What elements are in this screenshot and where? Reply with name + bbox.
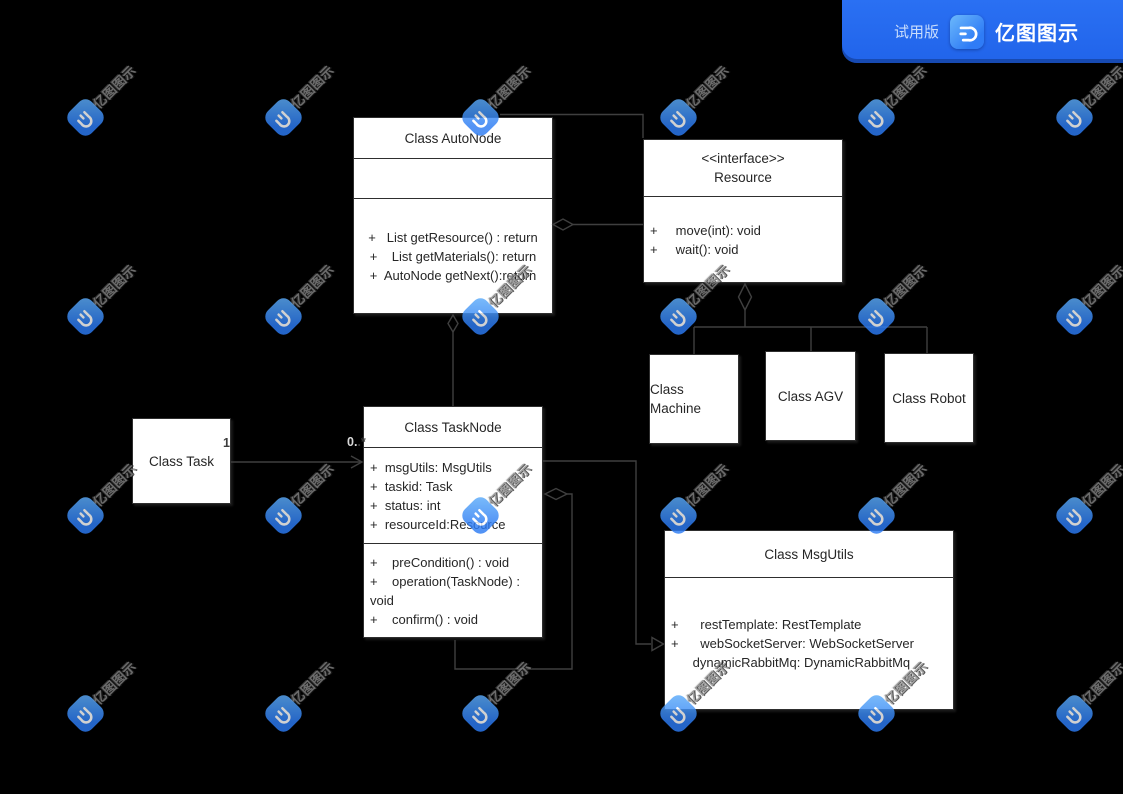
watermark-text: 亿图图示 <box>1079 261 1123 311</box>
class-title: Class Robot <box>885 354 973 442</box>
watermark-logo-icon <box>854 95 898 139</box>
connector-tasknode-msgutils[interactable] <box>543 460 651 645</box>
watermark-text: 亿图图示 <box>881 62 931 112</box>
class-compartment: + restTemplate: RestTemplate + webSocketS… <box>665 578 953 709</box>
member-line: + move(int): void <box>650 222 761 238</box>
member-line: + AutoNode getNext():return <box>369 267 537 283</box>
watermark-logo-icon <box>261 691 305 735</box>
watermark-text: 亿图图示 <box>881 460 931 510</box>
watermark-logo-icon <box>854 294 898 338</box>
watermark-text: 亿图图示 <box>881 261 931 311</box>
class-title: Class Machine <box>650 355 738 443</box>
class-name: Class Task <box>148 453 215 469</box>
multiplicity-label-tasknode-end: 0..* <box>347 435 366 449</box>
watermark-logo-icon <box>1052 691 1096 735</box>
class-name: Resource <box>714 170 772 185</box>
member-line: + restTemplate: RestTemplate <box>671 617 862 632</box>
watermark-text: 亿图图示 <box>288 261 338 311</box>
watermark-logo-icon <box>261 294 305 338</box>
trial-banner[interactable]: 试用版 亿图图示 <box>842 0 1123 63</box>
member-line: + msgUtils: MsgUtils <box>370 459 492 475</box>
watermark-text: 亿图图示 <box>288 658 338 708</box>
multiplicity-label-task-end: 1 <box>223 436 230 450</box>
class-name: Class Machine <box>650 382 702 416</box>
member-line: + wait(): void <box>650 241 739 257</box>
brand-name: 亿图图示 <box>995 23 1080 45</box>
watermark-text: 亿图图示 <box>1079 62 1123 112</box>
watermark-logo-icon <box>63 691 107 735</box>
watermark-logo-icon <box>261 493 305 537</box>
class-name: Class Robot <box>892 390 966 406</box>
watermark-text: 亿图图示 <box>1079 460 1123 510</box>
class-title: Class Task <box>133 419 230 503</box>
watermark-logo-icon <box>1052 294 1096 338</box>
class-title: Class MsgUtils <box>665 531 953 578</box>
multiplicity-lower: 0. <box>347 435 358 449</box>
class-title: Class AutoNode <box>354 118 552 159</box>
watermark-text: 亿图图示 <box>90 658 140 708</box>
aggregation-diamond-tasknode-self <box>543 487 569 501</box>
class-name: Class AGV <box>777 388 844 404</box>
class-box-robot[interactable]: Class Robot <box>884 353 974 443</box>
class-title: Class TaskNode <box>364 407 542 448</box>
class-compartment: + msgUtils: MsgUtils + taskid: Task + stat… <box>364 448 542 544</box>
watermark-text: 亿图图示 <box>683 62 733 112</box>
watermark-logo-icon <box>656 95 700 139</box>
watermark-logo-icon <box>656 294 700 338</box>
class-box-machine[interactable]: Class Machine <box>649 354 739 444</box>
class-box-tasknode[interactable]: Class TaskNode + msgUtils: MsgUtils + task… <box>363 406 543 638</box>
member-line: + List getResource() : return <box>368 229 538 245</box>
aggregation-diamond-autonode-resource <box>551 218 575 231</box>
watermark-logo-icon <box>63 294 107 338</box>
watermark-text: 亿图图示 <box>288 460 338 510</box>
class-compartment: + move(int): void + wait(): void <box>644 197 842 282</box>
member-line: + operation(TaskNode) : <box>370 573 520 589</box>
member-line: + webSocketServer: WebSocketServer <box>671 636 914 651</box>
member-line: void <box>370 592 394 608</box>
watermark-logo-icon <box>63 95 107 139</box>
watermark-text: 亿图图示 <box>1079 658 1123 708</box>
class-title: Class AGV <box>766 352 855 440</box>
class-compartment: + preCondition() : void + operation(TaskN… <box>364 544 542 637</box>
member-line: + List getMaterials(): return <box>369 248 537 264</box>
aggregation-diamond-resource-implementations <box>737 282 753 312</box>
member-line: + resourceId:Resource <box>370 516 506 532</box>
class-box-agv[interactable]: Class AGV <box>765 351 856 441</box>
class-box-resource[interactable]: <<interface>>Resource+ move(int): void+ … <box>643 139 843 283</box>
class-compartment <box>354 159 552 199</box>
class-title: <<interface>> Resource <box>644 140 842 197</box>
watermark-logo-icon <box>261 95 305 139</box>
watermark-text: 亿图图示 <box>683 460 733 510</box>
stereotype-label: <<interface>> <box>701 151 785 166</box>
watermark-logo-icon <box>458 691 502 735</box>
triangle-arrowhead-msgutils <box>651 636 665 652</box>
member-line: + confirm() : void <box>370 611 478 627</box>
open-arrowhead-tasknode[interactable] <box>350 455 364 469</box>
watermark-logo-icon <box>1052 95 1096 139</box>
watermark-logo-icon <box>63 493 107 537</box>
class-compartment: + List getResource() : return + List getM… <box>354 199 552 313</box>
edraw-logo-icon <box>950 14 985 49</box>
class-box-autonode[interactable]: Class AutoNode + List getResource() : ret… <box>353 117 553 314</box>
multiplicity-upper: .* <box>357 435 366 449</box>
watermark-text: 亿图图示 <box>485 62 535 112</box>
class-box-task[interactable]: Class Task <box>132 418 231 504</box>
watermark-text: 亿图图示 <box>288 62 338 112</box>
member-line: + preCondition() : void <box>370 554 510 570</box>
class-name: Class TaskNode <box>404 419 502 435</box>
class-box-msgutils[interactable]: Class MsgUtils + restTemplate: RestTempla… <box>664 530 954 710</box>
watermark-text: 亿图图示 <box>90 62 140 112</box>
watermark-text: 亿图图示 <box>485 658 535 708</box>
member-line: dynamicRabbitMq: DynamicRabbitMq <box>671 655 911 670</box>
class-name: Class MsgUtils <box>764 546 854 562</box>
member-line: + taskid: Task <box>370 478 453 494</box>
watermark-logo-icon <box>1052 493 1096 537</box>
member-line: + status: int <box>370 497 441 513</box>
trial-version-label: 试用版 <box>894 24 940 41</box>
watermark-text: 亿图图示 <box>90 261 140 311</box>
aggregation-diamond-autonode-tasknode <box>447 313 459 334</box>
class-name: Class AutoNode <box>404 130 502 146</box>
